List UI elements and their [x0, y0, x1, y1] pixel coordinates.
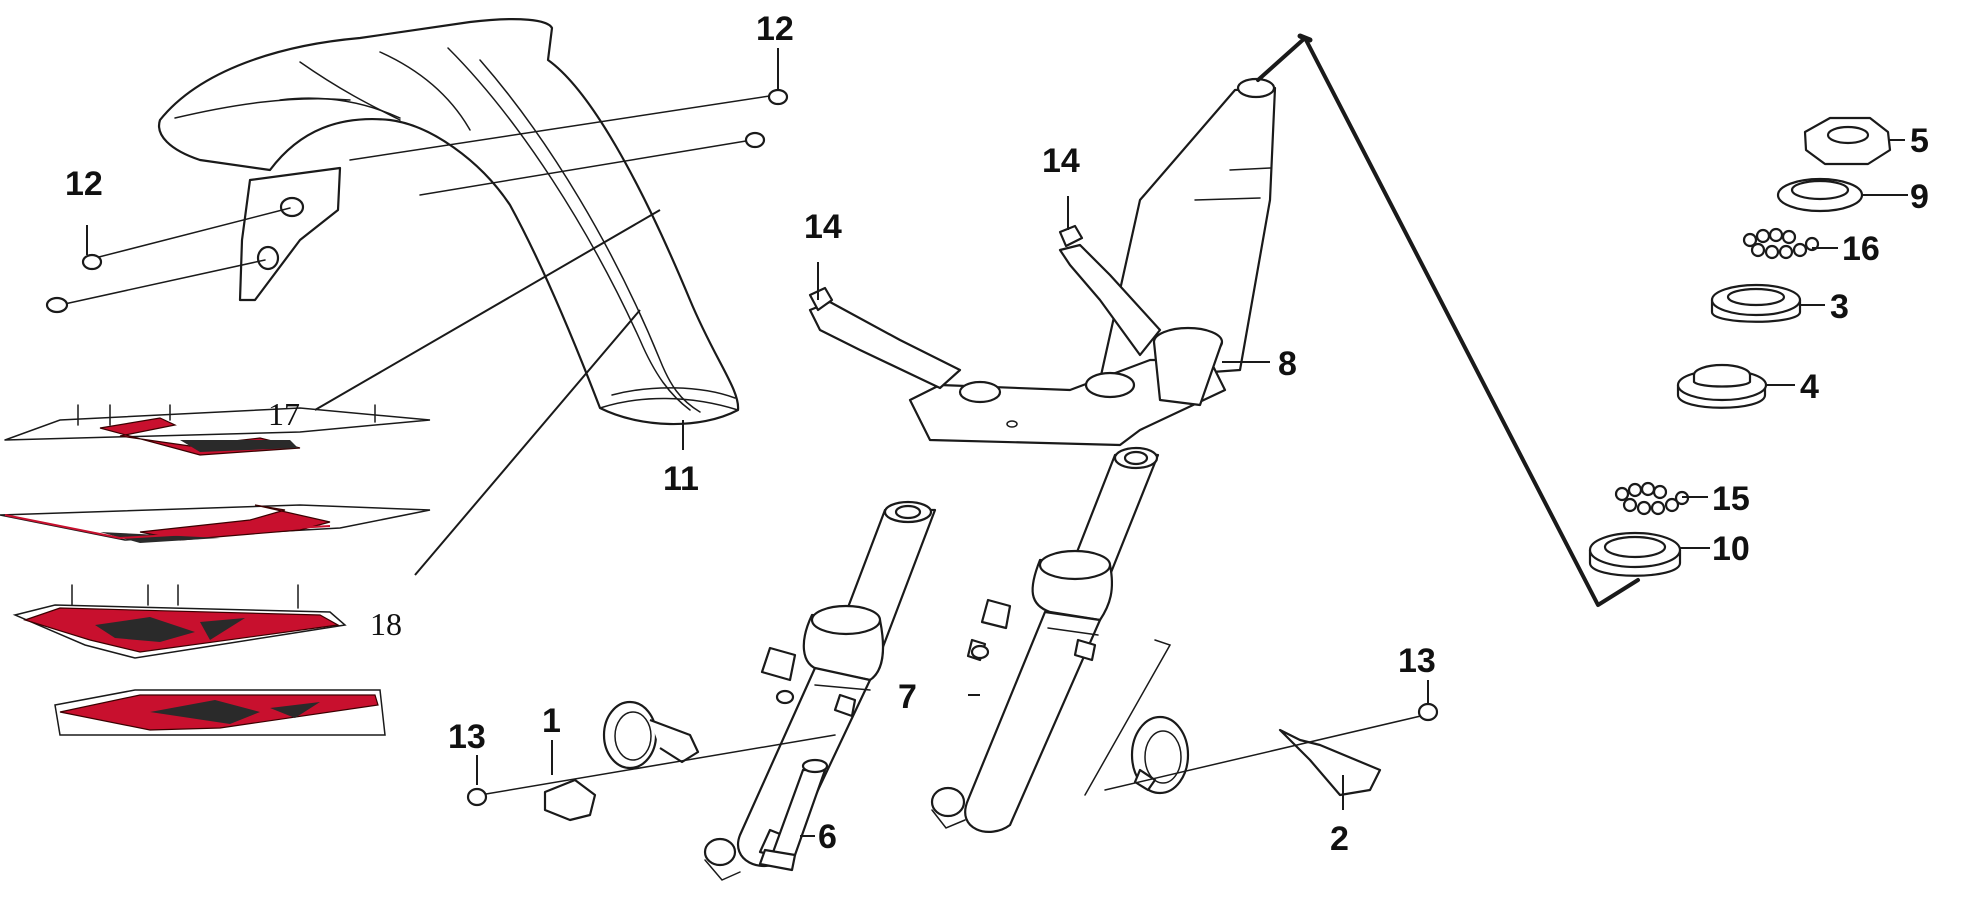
decal-top [4, 404, 431, 456]
decal-fourth [54, 689, 386, 736]
callout-12-left: 12 [65, 165, 103, 203]
callout-4: 4 [1800, 368, 1819, 406]
callout-10: 10 [1712, 530, 1750, 568]
callout-18: 18 [370, 606, 402, 642]
left-reflector [466, 700, 836, 822]
callout-5: 5 [1910, 122, 1929, 160]
callout-7: 7 [898, 678, 917, 716]
lock-washer [1776, 177, 1864, 213]
callout-2: 2 [1330, 820, 1349, 858]
left-damper [758, 758, 829, 872]
steering-stem [808, 77, 1277, 447]
callout-15: 15 [1712, 480, 1750, 518]
callout-12-right: 12 [756, 10, 794, 48]
steering-nut [1803, 116, 1892, 166]
right-reflector [1084, 639, 1439, 797]
callout-16: 16 [1842, 230, 1880, 268]
callout-17: 17 [268, 396, 300, 432]
ball-bearings-lower [1614, 481, 1690, 516]
decal-third [12, 584, 347, 659]
assembly-line [1256, 33, 1640, 607]
callout-14-left: 14 [804, 208, 842, 246]
callout-11: 11 [663, 460, 699, 498]
right-fork-leg [894, 446, 1160, 833]
decal-set [0, 404, 431, 736]
callout-9: 9 [1910, 178, 1929, 216]
front-fender [157, 18, 740, 426]
callout-13-left: 13 [448, 718, 486, 756]
callout-3: 3 [1830, 288, 1849, 326]
callout-6: 6 [818, 818, 837, 856]
top-cone-race [1710, 283, 1802, 323]
decal-second [0, 504, 431, 543]
leader-lines [86, 48, 1908, 837]
bottom-cone-race [1588, 531, 1682, 577]
callout-13-right: 13 [1398, 642, 1436, 680]
bolt-icon [808, 224, 1084, 312]
callout-8: 8 [1278, 345, 1297, 383]
callout-14-right: 14 [1042, 142, 1080, 180]
callouts: 12 12 14 14 11 8 5 9 16 3 4 15 10 7 6 1 … [65, 10, 1929, 858]
callout-1: 1 [542, 702, 561, 740]
top-ball-race [1676, 363, 1768, 409]
ball-bearings-upper [1742, 227, 1820, 260]
